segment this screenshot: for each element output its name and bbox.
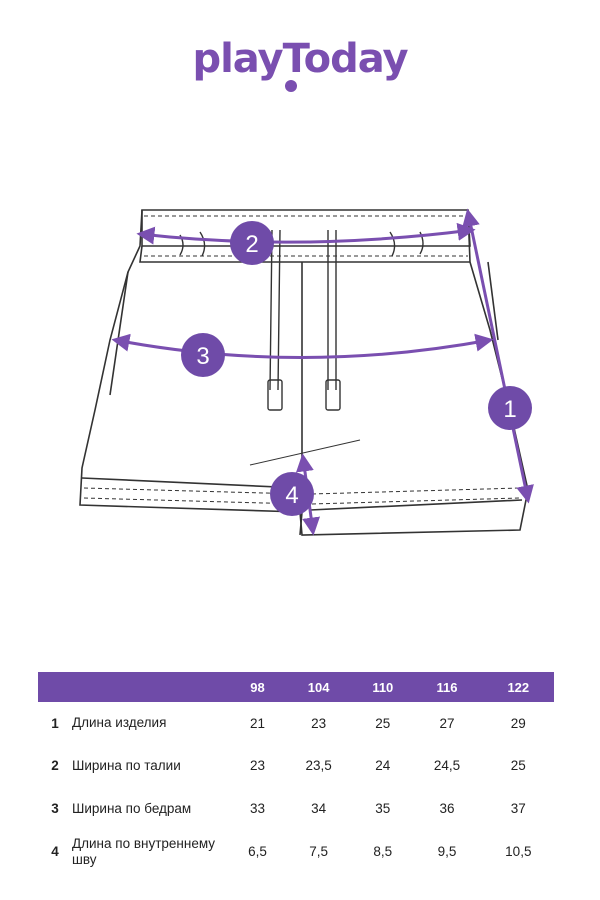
table-cell: 29	[510, 715, 526, 731]
size-header-row: 98 104 110 116 122	[38, 672, 554, 702]
row-label: Длина по внутреннему шву	[72, 835, 216, 867]
row-number: 3	[51, 801, 59, 816]
row-label: Длина изделия	[72, 715, 167, 730]
marker-3-label: 3	[196, 343, 209, 370]
row-number: 1	[51, 715, 59, 731]
size-header: 122	[482, 672, 554, 702]
table-cell: 35	[375, 801, 391, 816]
header-blank	[38, 672, 72, 702]
table-cell: 23	[311, 715, 327, 731]
table-row: 1 Длина изделия 21 23 25 27 29	[38, 702, 554, 744]
table-cell: 25	[510, 758, 526, 773]
table-cell: 10,5	[505, 844, 532, 859]
marker-1: 1	[488, 386, 532, 430]
table-row: 4 Длина по внутреннему шву 6,5 7,5 8,5 9…	[38, 830, 554, 873]
logo-dot	[285, 80, 297, 92]
row-number: 4	[51, 844, 59, 859]
table-cell: 23,5	[305, 758, 332, 773]
marker-1-label: 1	[503, 396, 516, 423]
table-cell: 21	[249, 715, 265, 731]
table-cell: 36	[439, 801, 455, 816]
row-number: 2	[51, 758, 59, 773]
size-header: 116	[411, 672, 483, 702]
table-cell: 25	[375, 715, 391, 731]
table-cell: 33	[249, 801, 265, 816]
measure-lines	[111, 208, 534, 536]
table-cell: 6,5	[248, 844, 267, 859]
table-cell: 23	[249, 758, 265, 773]
size-header: 98	[232, 672, 283, 702]
table-cell: 24	[375, 758, 391, 773]
table-row: 2 Ширина по талии 23 23,5 24 24,5 25	[38, 744, 554, 787]
row-label: Ширина по талии	[72, 757, 181, 773]
shorts-sketch: 1 2 3 4	[79, 208, 534, 536]
header-blank-label	[72, 672, 232, 702]
size-header: 110	[354, 672, 412, 702]
size-table: 98 104 110 116 122 1 Длина изделия 21 23…	[38, 672, 554, 873]
marker-2: 2	[230, 221, 274, 265]
size-header: 104	[282, 672, 355, 702]
stitch-lines	[83, 215, 521, 505]
table-cell: 34	[311, 801, 327, 816]
brand-logo: playToday	[192, 36, 408, 82]
table-cell: 37	[510, 801, 526, 816]
marker-2-label: 2	[245, 231, 258, 258]
table-cell: 9,5	[437, 844, 457, 859]
marker-4-label: 4	[285, 482, 298, 509]
table-row: 3 Ширина по бедрам 33 34 35 36 37	[38, 787, 554, 830]
marker-4: 4	[270, 472, 314, 516]
table-cell: 27	[439, 715, 455, 731]
table-cell: 7,5	[309, 844, 329, 859]
table-cell: 24,5	[433, 758, 461, 773]
row-label: Ширина по бедрам	[72, 800, 192, 816]
marker-3: 3	[181, 333, 225, 377]
table-cell: 8,5	[373, 844, 393, 859]
